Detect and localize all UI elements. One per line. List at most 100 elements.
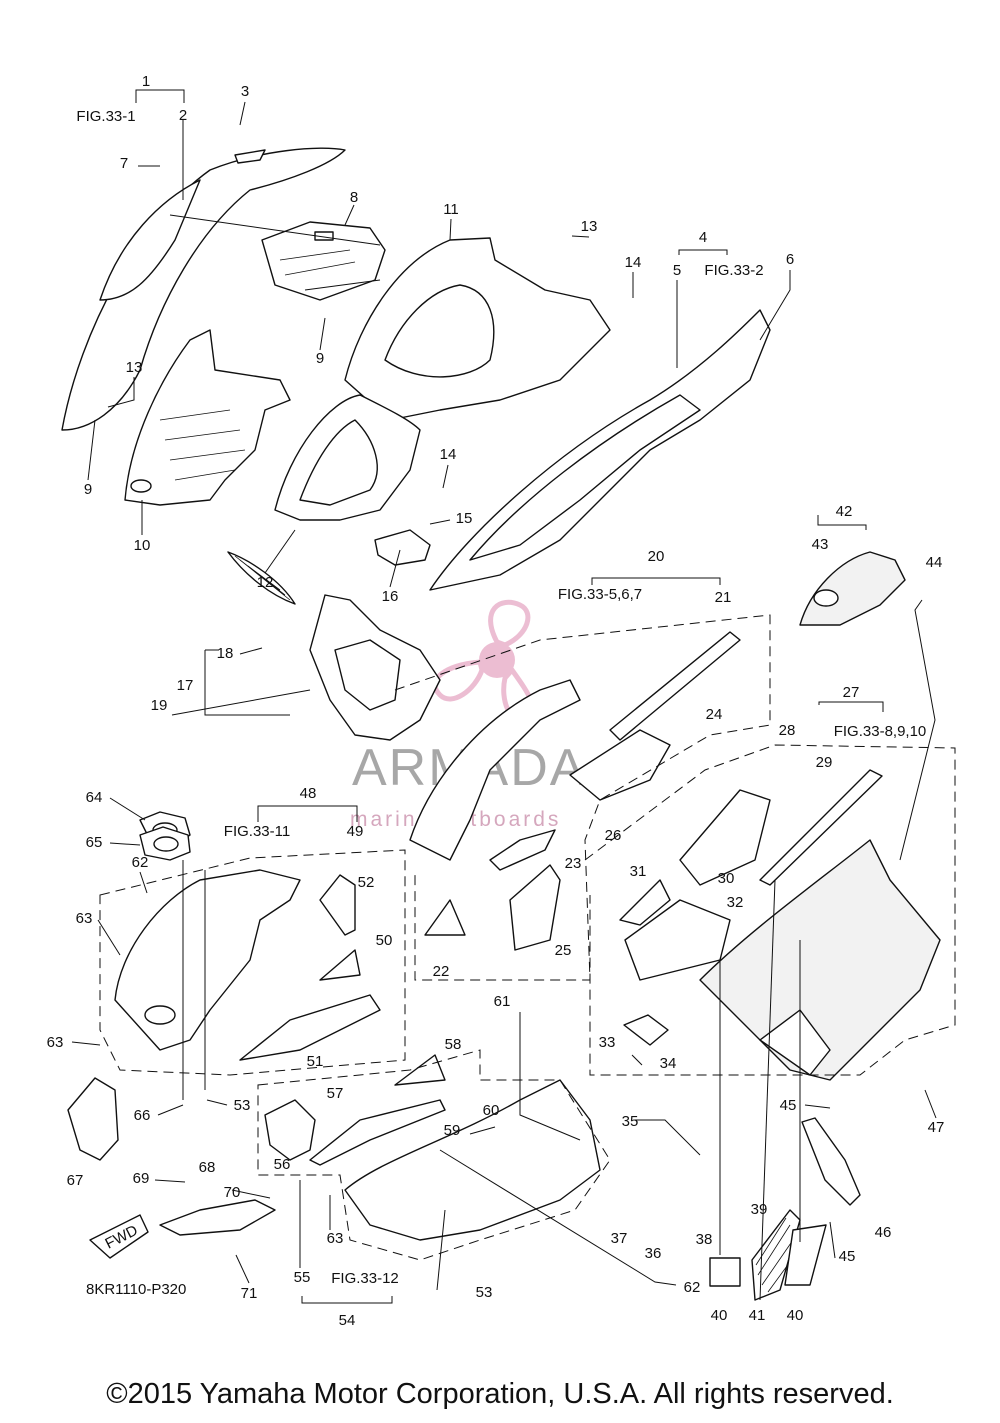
callout-57: 57: [327, 1085, 344, 1102]
assembly-boundaries: [99, 614, 956, 1261]
part-lower-cover-48: [114, 869, 381, 1061]
part-decal-40a: [709, 1257, 741, 1287]
group-brackets: [135, 89, 884, 1304]
figure-reference: FIG.33-2: [704, 262, 763, 279]
part-group-27: [619, 769, 941, 1081]
callout-52: 52: [358, 874, 375, 891]
callout-11: 11: [443, 201, 459, 218]
callout-50: 50: [376, 932, 393, 949]
callout-7: 7: [120, 155, 128, 172]
callout-15: 15: [456, 510, 473, 527]
callout-46: 46: [875, 1224, 892, 1241]
callout-9: 9: [316, 350, 324, 367]
callout-38: 38: [696, 1231, 713, 1248]
callout-41: 41: [749, 1307, 766, 1324]
callout-30: 30: [718, 870, 735, 887]
callout-5: 5: [673, 262, 681, 279]
figure-reference: FIG.33-8,9,10: [834, 723, 927, 740]
callout-67: 67: [67, 1172, 84, 1189]
part-front-grille-panel: [124, 329, 291, 506]
callout-62: 62: [684, 1279, 701, 1296]
callout-17: 17: [177, 677, 194, 694]
callout-56: 56: [274, 1156, 291, 1173]
callout-59: 59: [444, 1122, 461, 1139]
callout-65: 65: [86, 834, 103, 851]
callout-62: 62: [132, 854, 149, 871]
fwd-arrow-icon: FWD: [89, 1214, 149, 1259]
callout-18: 18: [217, 645, 234, 662]
callout-28: 28: [779, 722, 796, 739]
part-bracket-68: [159, 1199, 276, 1236]
callout-39: 39: [751, 1201, 768, 1218]
callout-6: 6: [786, 251, 794, 268]
callout-13: 13: [581, 218, 598, 235]
callout-54: 54: [339, 1312, 356, 1329]
part-frame-17: [309, 594, 441, 741]
callout-13: 13: [126, 359, 143, 376]
callout-45: 45: [839, 1248, 856, 1265]
callout-33: 33: [599, 1034, 616, 1051]
callout-53: 53: [234, 1097, 251, 1114]
callout-48: 48: [300, 785, 317, 802]
part-lid-42: [799, 551, 906, 626]
callout-37: 37: [611, 1230, 628, 1247]
callout-26: 26: [605, 827, 622, 844]
part-center-cover-11: [274, 237, 611, 521]
callout-66: 66: [134, 1107, 151, 1124]
callout-60: 60: [483, 1102, 500, 1119]
callout-10: 10: [134, 537, 151, 554]
figure-references: FIG.33-1FIG.33-2FIG.33-5,6,7FIG.33-8,9,1…: [76, 108, 926, 1287]
part-side-panel-5: [429, 309, 771, 591]
callout-45: 45: [780, 1097, 797, 1114]
part-gasket-65: [139, 826, 191, 861]
callout-numbers: 1237811134561491391014151612202142434418…: [47, 73, 945, 1329]
drawing-code: 8KR1110-P320: [86, 1281, 187, 1298]
callout-23: 23: [565, 855, 582, 872]
part-small-panel-8: [261, 221, 386, 301]
callout-16: 16: [382, 588, 399, 605]
figure-reference: FIG.33-11: [224, 823, 290, 840]
callout-70: 70: [224, 1184, 241, 1201]
callout-36: 36: [645, 1245, 662, 1262]
part-bracket-16: [374, 529, 431, 566]
callout-34: 34: [660, 1055, 677, 1072]
callout-47: 47: [928, 1119, 945, 1136]
callout-40: 40: [711, 1307, 728, 1324]
part-group-20: [409, 631, 741, 951]
leader-lines: [71, 101, 937, 1301]
callout-20: 20: [648, 548, 665, 565]
part-piece-67: [67, 1077, 119, 1161]
copyright-notice: ©2015 Yamaha Motor Corporation, U.S.A. A…: [106, 1378, 894, 1410]
callout-51: 51: [307, 1053, 324, 1070]
callout-22: 22: [433, 963, 450, 980]
callout-64: 64: [86, 789, 103, 806]
callout-32: 32: [727, 894, 744, 911]
callout-8: 8: [350, 189, 358, 206]
callout-61: 61: [494, 993, 511, 1010]
callout-31: 31: [630, 863, 647, 880]
callout-63: 63: [327, 1230, 344, 1247]
callout-2: 2: [179, 107, 187, 124]
callout-14: 14: [625, 254, 642, 271]
callout-35: 35: [622, 1113, 639, 1130]
part-bracket-33: [623, 1014, 669, 1046]
callout-27: 27: [843, 684, 860, 701]
callout-4: 4: [699, 229, 707, 246]
callout-25: 25: [555, 942, 572, 959]
figure-reference: FIG.33-5,6,7: [558, 586, 642, 603]
callout-29: 29: [816, 754, 833, 771]
callout-58: 58: [445, 1036, 462, 1053]
callout-69: 69: [133, 1170, 150, 1187]
callout-14: 14: [440, 446, 457, 463]
callout-12: 12: [257, 574, 274, 591]
figure-reference: FIG.33-12: [331, 1270, 399, 1287]
callout-53: 53: [476, 1284, 493, 1301]
figure-reference: FIG.33-1: [76, 108, 135, 125]
propeller-logo-icon: [432, 599, 535, 722]
callout-1: 1: [142, 73, 150, 90]
callout-40: 40: [787, 1307, 804, 1324]
part-upper-front-cover: [61, 147, 346, 431]
callout-63: 63: [47, 1034, 64, 1051]
callout-68: 68: [199, 1159, 216, 1176]
